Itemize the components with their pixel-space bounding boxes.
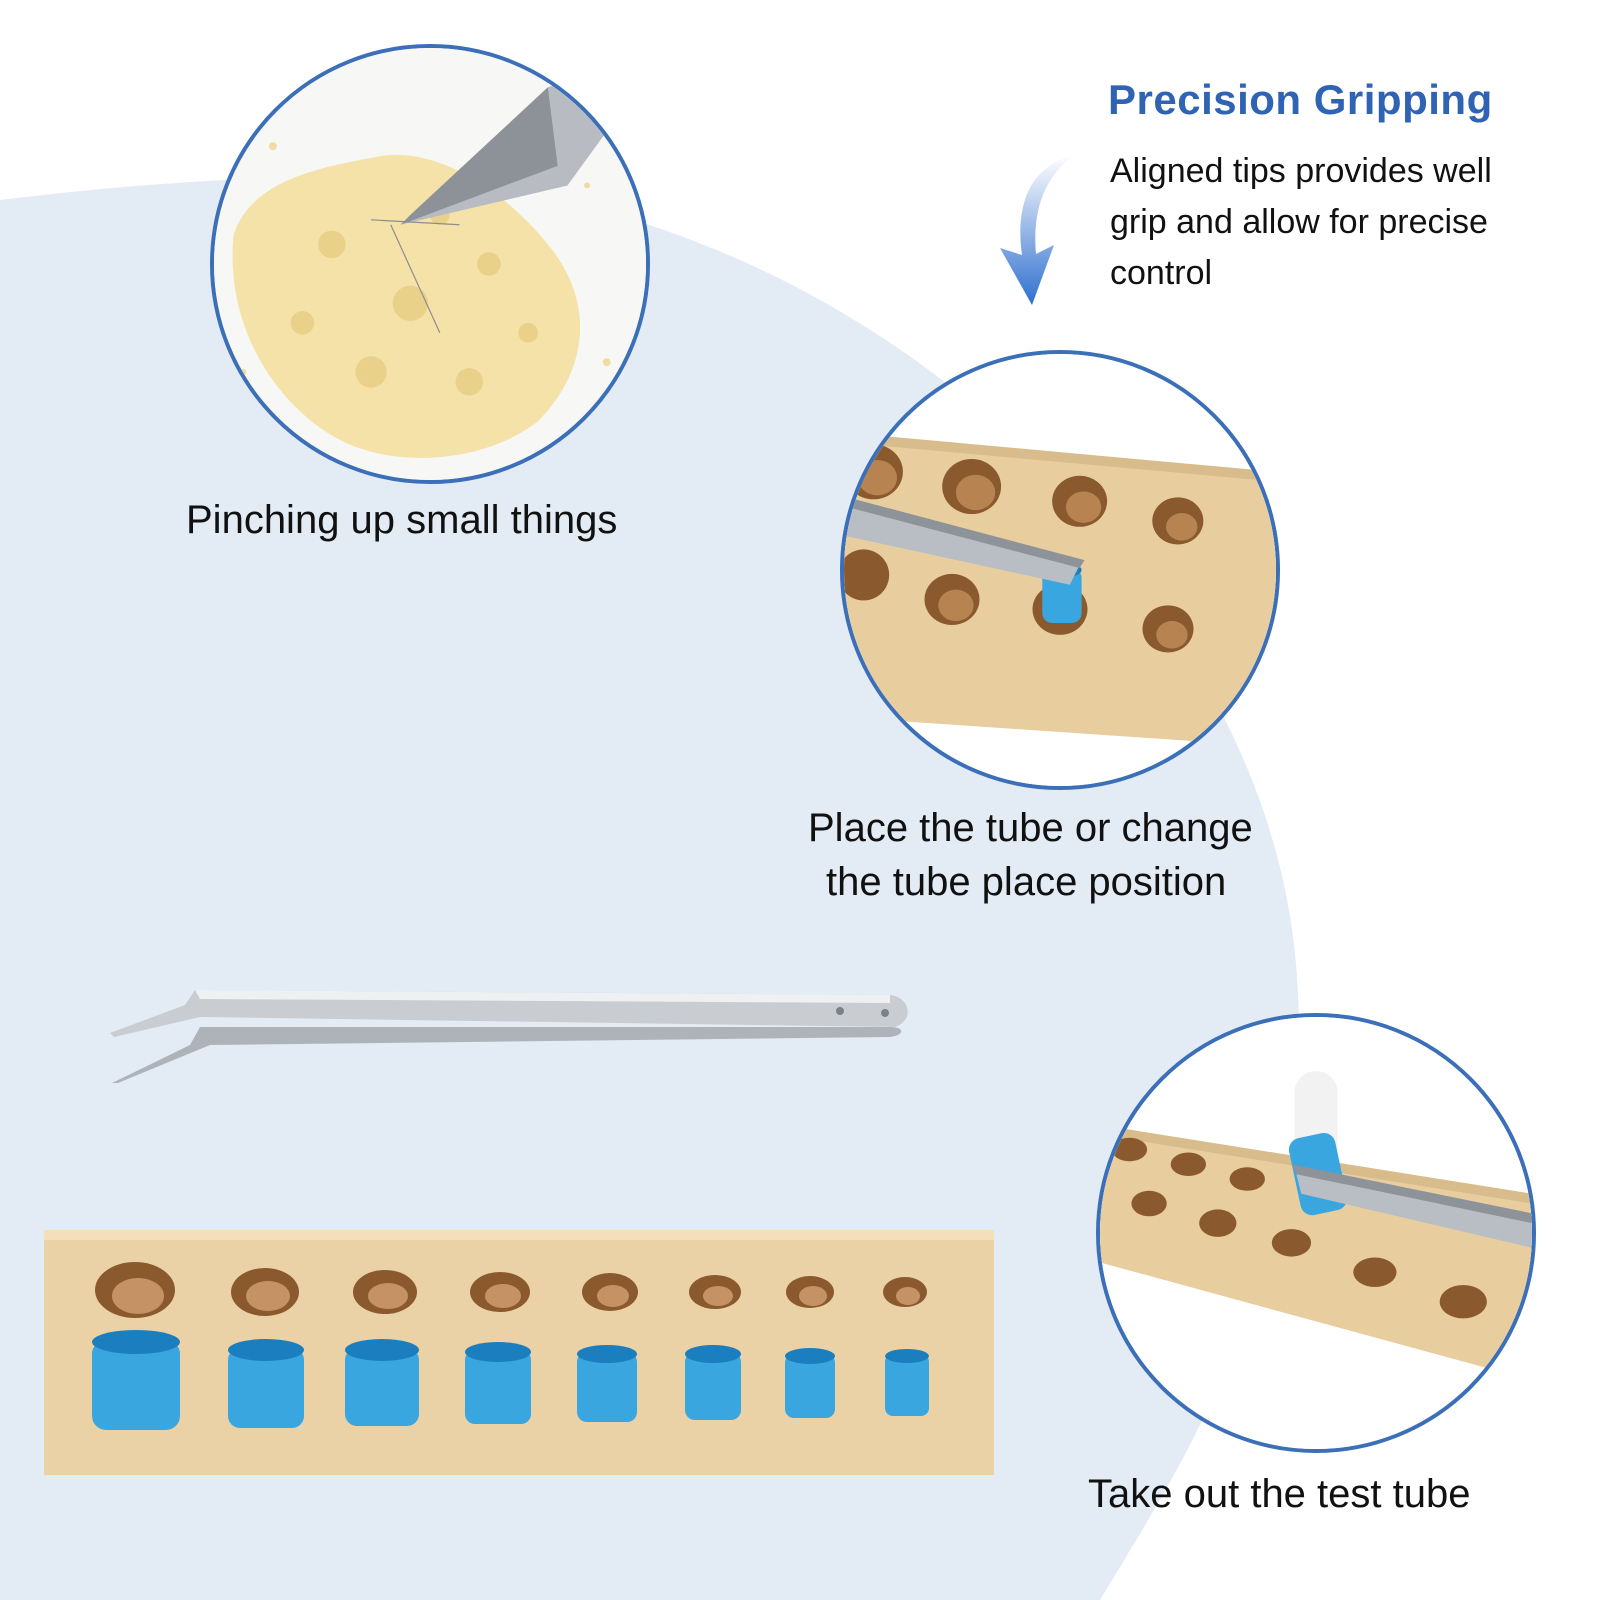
caption-pinching: Pinching up small things — [186, 498, 618, 542]
heading-description: Aligned tips provides well grip and allo… — [1110, 152, 1492, 292]
section-heading: Precision Gripping — [1108, 76, 1493, 123]
pinching-photo-circle — [210, 44, 650, 484]
caption-place-line1: Place the tube or change — [808, 806, 1253, 850]
caption-take-out: Take out the test tube — [1088, 1472, 1471, 1516]
wooden-tube-rack-image — [44, 1230, 994, 1475]
take-out-photo-circle — [1096, 1013, 1536, 1453]
curved-down-arrow-icon — [1000, 155, 1075, 305]
tweezers-image — [110, 990, 908, 1083]
place-tube-photo-circle — [840, 350, 1280, 790]
caption-place-line2: the tube place position — [826, 860, 1227, 904]
